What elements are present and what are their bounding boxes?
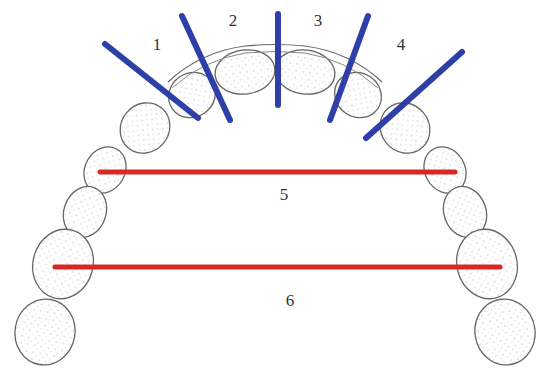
callout-number: 4 [397,36,406,53]
teeth [10,46,540,370]
callout-number: 6 [286,292,295,309]
blue-lines [105,14,462,138]
callout-number: 1 [153,36,162,53]
callout-number: 5 [280,186,289,203]
callout-number: 2 [229,12,238,29]
callout-number: 3 [314,12,323,29]
red-lines [55,172,500,267]
